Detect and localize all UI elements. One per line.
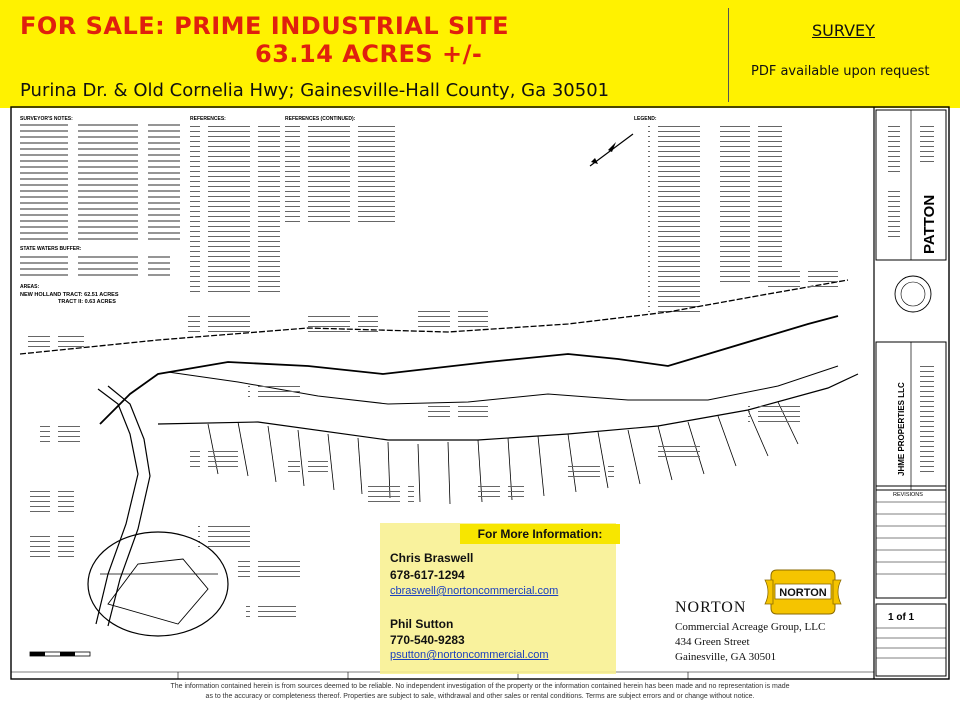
north-arrow-icon bbox=[589, 133, 634, 167]
contact-phone-1: 678-617-1294 bbox=[390, 568, 465, 582]
detail-inset bbox=[87, 531, 229, 637]
company-address: 434 Green Street bbox=[675, 636, 750, 648]
survey-link[interactable]: SURVEY bbox=[812, 21, 875, 40]
listing-title: FOR SALE: PRIME INDUSTRIAL SITE bbox=[20, 12, 509, 40]
rear-lot-line bbox=[157, 373, 859, 441]
header-divider bbox=[728, 8, 729, 102]
sheet-number: 1 of 1 bbox=[888, 612, 915, 623]
surveyor-seal bbox=[894, 275, 932, 313]
disclaimer-line-2: as to the accuracy or completeness there… bbox=[205, 693, 755, 700]
lot-lines bbox=[207, 401, 799, 505]
contact-email-1[interactable]: cbraswell@nortoncommercial.com bbox=[390, 585, 559, 597]
references-continued-text-block bbox=[285, 124, 395, 222]
references-heading: REFERENCES: bbox=[190, 116, 226, 122]
contact-panel bbox=[380, 523, 616, 674]
references-continued-heading: REFERENCES (CONTINUED): bbox=[285, 116, 356, 122]
company-city: Gainesville, GA 30501 bbox=[675, 651, 777, 663]
revisions-label: REVISIONS bbox=[893, 492, 923, 498]
legend-block-2 bbox=[720, 124, 782, 284]
survey-plat: SURVEYOR'S NOTES: STATE WATERS BUFFER: A… bbox=[10, 106, 950, 680]
legend-heading: LEGEND: bbox=[634, 116, 657, 122]
disclaimer-line-1: The information contained herein is from… bbox=[170, 683, 790, 690]
listing-acreage: 63.14 ACRES +/- bbox=[255, 40, 483, 68]
owner-name: JHME PROPERTIES LLC bbox=[897, 382, 906, 476]
company-name: NORTON bbox=[675, 599, 747, 616]
plat-annotations bbox=[28, 270, 838, 577]
new-holland-tract-area: NEW HOLLAND TRACT: 62.51 ACRES bbox=[20, 292, 119, 298]
notes-heading: SURVEYOR'S NOTES: bbox=[20, 116, 73, 122]
buffers-text-block bbox=[20, 254, 170, 280]
legend-block-1 bbox=[648, 124, 706, 314]
contact-name-2: Phil Sutton bbox=[390, 617, 454, 631]
contact-heading: For More Information: bbox=[460, 524, 620, 544]
contact-name-1: Chris Braswell bbox=[390, 551, 474, 565]
title-block: PATTON JHME PROPERTIES LLC REVISIONS 1 o… bbox=[875, 109, 947, 677]
norton-logo: NORTON bbox=[764, 569, 842, 615]
buffers-heading: STATE WATERS BUFFER: bbox=[20, 246, 82, 252]
notes-text-block bbox=[20, 124, 180, 242]
scale-bar bbox=[29, 651, 91, 657]
road-line-2 bbox=[107, 385, 151, 627]
pdf-note: PDF available upon request bbox=[751, 64, 930, 79]
references-text-block bbox=[190, 124, 280, 292]
contact-phone-2: 770-540-9283 bbox=[390, 633, 465, 647]
areas-heading: AREAS: bbox=[20, 284, 40, 290]
header-banner: FOR SALE: PRIME INDUSTRIAL SITE 63.14 AC… bbox=[0, 0, 960, 108]
tract-ii-area: TRACT II: 0.63 ACRES bbox=[58, 299, 116, 305]
property-address: Purina Dr. & Old Cornelia Hwy; Gainesvil… bbox=[20, 80, 610, 101]
plat-border bbox=[10, 106, 950, 680]
company-line-1: Commercial Acreage Group, LLC bbox=[675, 621, 826, 633]
norton-logo-text: NORTON bbox=[779, 587, 827, 599]
railroad-line bbox=[19, 279, 849, 355]
disclaimer: The information contained herein is from… bbox=[0, 682, 960, 702]
contact-email-2[interactable]: psutton@nortoncommercial.com bbox=[390, 649, 549, 661]
surveyor-logo: PATTON bbox=[921, 195, 938, 254]
